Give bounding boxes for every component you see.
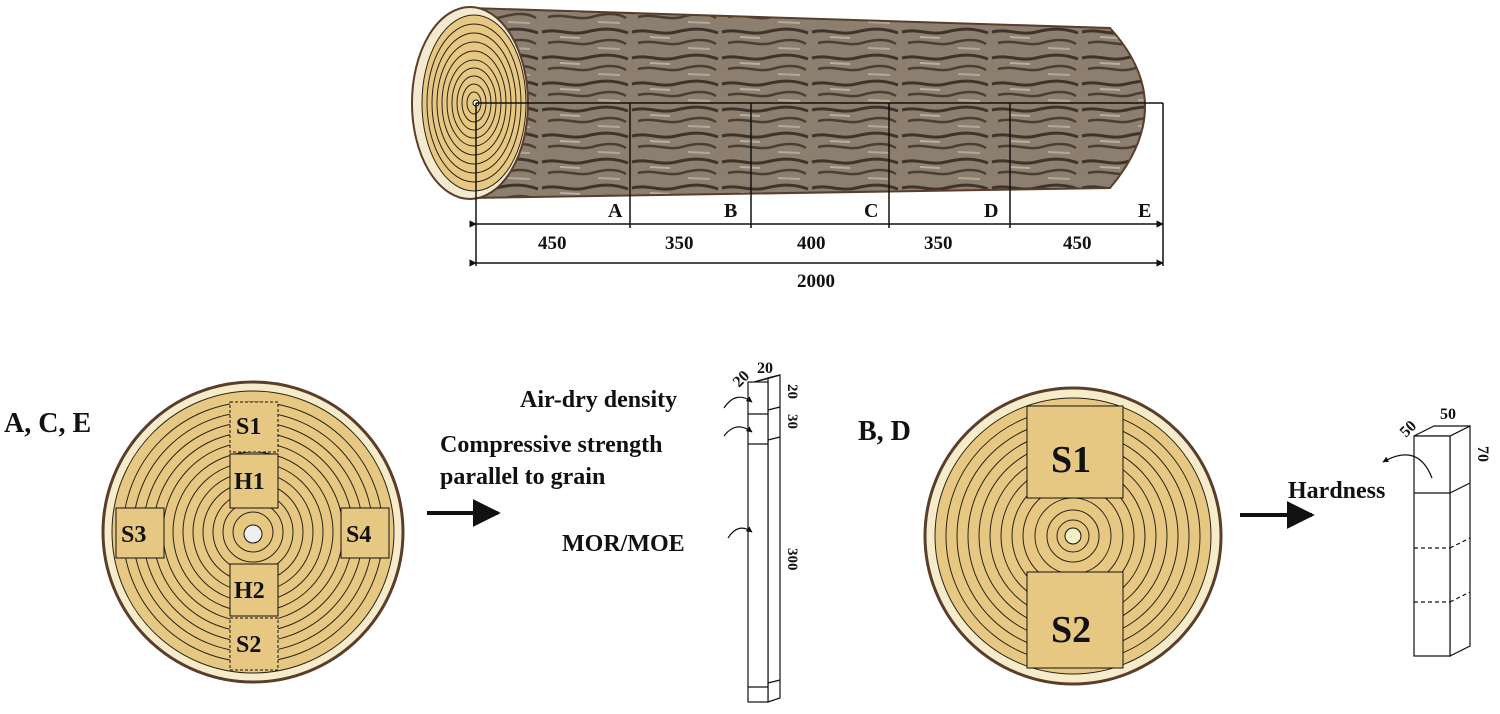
test-compressive-strength: Compressive strength: [440, 432, 662, 458]
dim-hard-d: 50: [1440, 406, 1456, 423]
dim-long-seg2: 30: [784, 414, 800, 429]
segment-length-e: 450: [1063, 233, 1092, 254]
sample-ace-s1: S1: [236, 414, 261, 440]
test-hardness: Hardness: [1288, 478, 1385, 504]
test-compressive-parallel: parallel to grain: [440, 464, 605, 490]
segment-length-b: 350: [665, 233, 694, 254]
sample-ace-h2: H2: [234, 578, 265, 604]
sample-ace-s3: S3: [121, 522, 146, 548]
total-length: 2000: [797, 271, 835, 292]
test-air-dry-density: Air-dry density: [520, 387, 677, 413]
disc-ace-pith: [243, 524, 263, 544]
disc-bd-pith: [1064, 527, 1082, 545]
section-label-a: A: [608, 200, 623, 222]
disc-bd: S1 S2: [923, 386, 1223, 686]
dim-long-seg1: 20: [784, 384, 800, 399]
sample-ace-h1: H1: [234, 469, 265, 495]
disc-ace: S1 H1 S3 S4 H2 S2: [101, 380, 405, 684]
hardness-callout-arrow: [1382, 454, 1433, 479]
long-specimen: [747, 374, 781, 703]
disc-ace-sample-boxes: [115, 401, 390, 671]
segment-length-d: 350: [924, 233, 953, 254]
dim-long-d: 20: [757, 360, 773, 377]
segment-length-c: 400: [797, 233, 826, 254]
dim-long-len: 300: [784, 548, 800, 571]
sample-ace-s4: S4: [346, 522, 371, 548]
dim-hard-h: 70: [1474, 446, 1491, 462]
group-label-bd: B, D: [858, 416, 911, 447]
section-label-d: D: [984, 200, 998, 222]
test-callout-arrows: [723, 396, 753, 539]
disc-bd-sample-boxes: [1026, 405, 1124, 669]
segment-lengths: 450 350 400 350 450: [538, 233, 1092, 254]
hardness-specimen: [1413, 425, 1471, 657]
segment-length-a: 450: [538, 233, 567, 254]
section-letters: A B C D E: [608, 200, 1151, 222]
group-label-ace: A, C, E: [4, 408, 91, 439]
sample-bd-s2: S2: [1051, 609, 1091, 651]
log-section-lines: [469, 102, 1164, 267]
section-label-e: E: [1138, 200, 1151, 222]
section-label-b: B: [724, 200, 737, 222]
section-label-c: C: [864, 200, 878, 222]
sample-bd-s1: S1: [1051, 439, 1091, 481]
test-mor-moe: MOR/MOE: [562, 531, 685, 557]
sample-ace-s2: S2: [236, 632, 261, 658]
